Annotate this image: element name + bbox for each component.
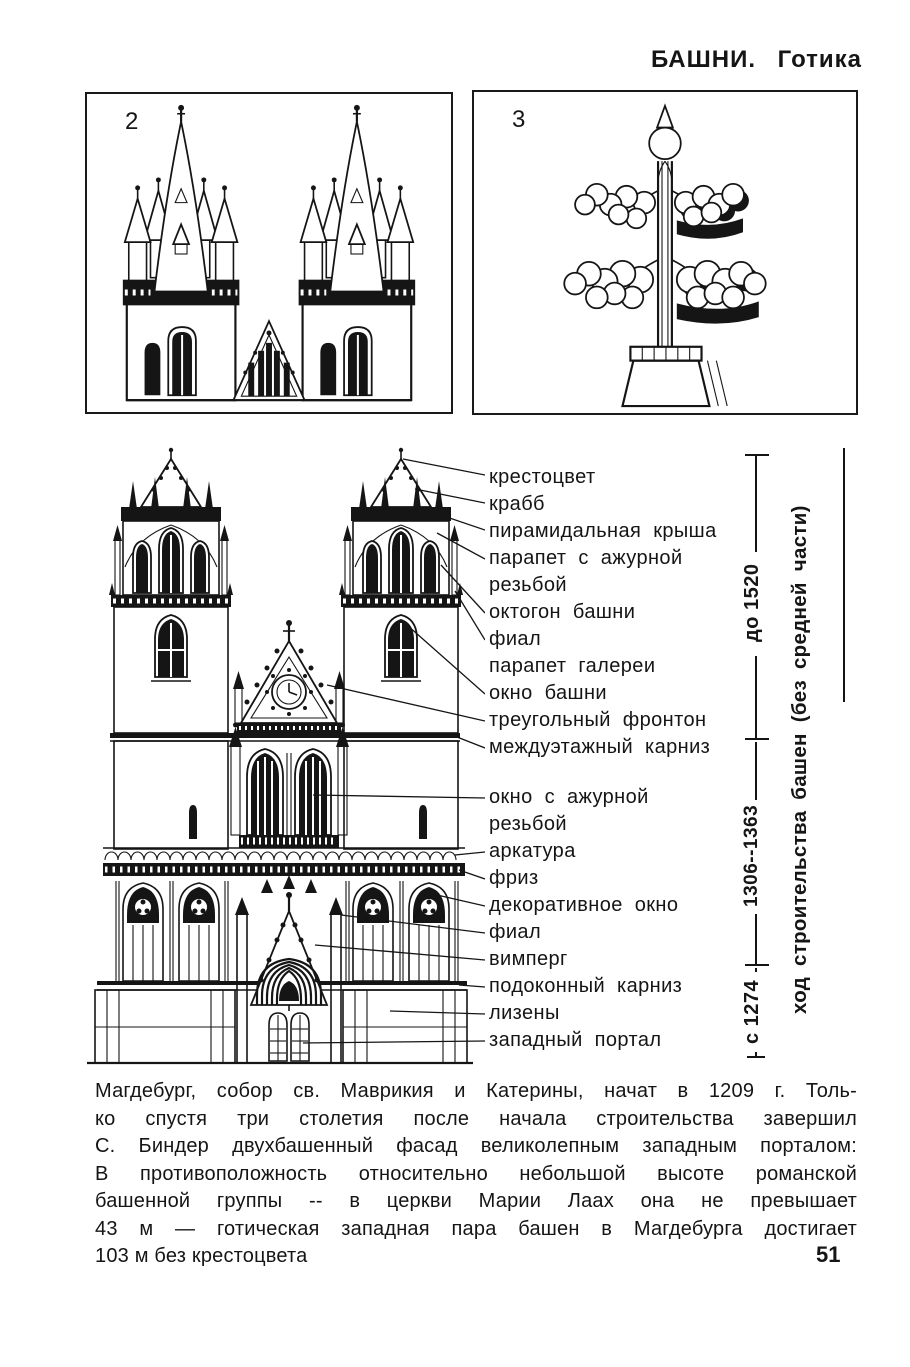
timeline-segment — [755, 1052, 757, 1056]
caption-line: ко спустя три столетия после начала стро… — [95, 1107, 857, 1130]
diagram-label: окно башни — [489, 682, 607, 704]
figure-2-frame: 2 — [85, 92, 453, 414]
figure-3-number: 3 — [512, 106, 526, 133]
finial-stem — [631, 160, 699, 347]
leader-lines — [302, 458, 485, 1044]
diagram-labels: крестоцвет крабб пирамидальная крыша парапе… — [489, 464, 757, 1054]
diagram-label: фиал — [489, 628, 542, 650]
figure-3-frame: 3 — [472, 90, 858, 415]
caption-line: В противоположность относительно небольш… — [95, 1162, 857, 1185]
caption-line: Магдебург, собор св. Маврикия и Катерины… — [95, 1080, 857, 1102]
upper-crocket-tier — [574, 182, 749, 239]
central-gable — [233, 620, 345, 733]
finial-drawing — [563, 103, 767, 408]
diagram-label: парапет галереи — [489, 655, 656, 677]
caption-line: С. Биндер двухбашенный фасад великолепны… — [95, 1135, 857, 1157]
twin-spires-drawing — [87, 94, 451, 412]
diagram-label: западный портал — [489, 1029, 662, 1051]
central-windows — [229, 722, 349, 848]
diagram-label: фиал — [489, 921, 542, 943]
caption-line: башенной группы -- в церкви Марии Лаах о… — [95, 1190, 857, 1212]
timeline-segment — [755, 742, 757, 800]
diagram-label: окно с ажурной резьбой — [489, 786, 649, 835]
timeline-tick — [745, 738, 769, 740]
timeline-tick — [745, 964, 769, 966]
timeline-period-label: до 1520 — [741, 563, 763, 643]
clock — [265, 668, 313, 716]
diagram-label: аркатура — [489, 840, 576, 862]
timeline-tick — [745, 454, 769, 456]
diagram-label: октогон башни — [489, 601, 636, 623]
caption-paragraph: Магдебург, собор св. Маврикия и Катерины… — [95, 1078, 857, 1271]
left-tower-drawing — [109, 448, 233, 981]
diagram-label: декоративное окно — [489, 894, 679, 916]
figure-2-number: 2 — [125, 108, 139, 135]
timeline-period-label: 1306--1363 — [741, 804, 762, 908]
caption-line: 43 м — готическая западная пара башен в … — [95, 1217, 857, 1240]
diagram-label: фриз — [489, 867, 539, 889]
diagram-label: междуэтажный карниз — [489, 736, 711, 758]
right-tower-drawing — [339, 448, 463, 981]
finial-base — [621, 345, 728, 408]
arcature-frieze-band — [103, 847, 465, 876]
diagram-label: пирамидальная крыша — [489, 520, 717, 542]
west-portal — [235, 875, 343, 1064]
page-number: 51 — [816, 1242, 841, 1267]
caption-line: 103 м без крестоцвета — [95, 1245, 308, 1267]
magdeburg-facade-diagram — [87, 445, 485, 1065]
timeline-rule — [843, 448, 845, 702]
finial-top-bud — [648, 103, 682, 161]
timeline-segment — [755, 456, 757, 552]
diagram-label: крабб — [489, 493, 545, 515]
diagram-label: лизены — [489, 1002, 560, 1024]
page-title: БАШНИ. Готика — [650, 46, 862, 73]
timeline-segment — [755, 656, 757, 738]
timeline-tick — [747, 1056, 765, 1058]
timeline-caption: ход строительства башен (без средней час… — [788, 505, 811, 1015]
diagram-label: крестоцвет — [489, 466, 596, 488]
diagram-label: вимперг — [489, 948, 568, 970]
diagram-label: парапет с ажурной резьбой — [489, 547, 683, 596]
diagram-label: треугольный фронтон — [489, 709, 707, 731]
lower-crocket-tier — [563, 259, 767, 324]
timeline-segment — [755, 914, 757, 964]
interfloor-cornice — [110, 733, 460, 742]
diagram-label: подоконный карниз — [489, 975, 683, 997]
timeline-period-label: с 1274 — [741, 979, 763, 1045]
timeline-segment — [755, 968, 757, 972]
